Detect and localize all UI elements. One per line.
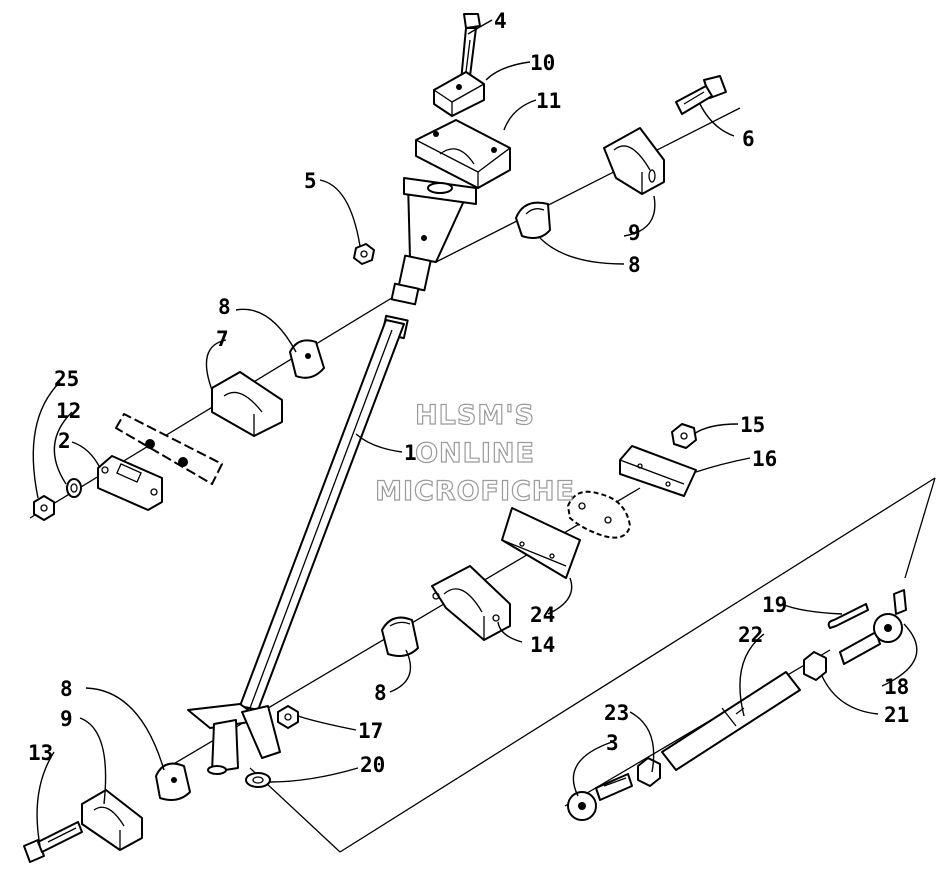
callout-10: 10 — [530, 51, 555, 75]
callout-11: 11 — [536, 89, 561, 113]
washer-20 — [245, 772, 271, 788]
watermark-line-3: MICROFICHE — [375, 476, 575, 507]
insert-8-middle — [381, 616, 419, 657]
callout-8-left: 8 — [218, 295, 231, 319]
callout-4: 4 — [494, 9, 507, 33]
callout-21: 21 — [884, 703, 909, 727]
steering-post — [187, 177, 477, 775]
callout-19: 19 — [762, 593, 787, 617]
insert-8-left — [289, 339, 325, 379]
clamp-7 — [211, 371, 283, 437]
nut-15 — [671, 423, 697, 449]
insert-8-lower — [155, 762, 191, 801]
callout-8-lower: 8 — [60, 677, 73, 701]
jam-nut-23 — [637, 757, 661, 787]
callout-13: 13 — [28, 741, 53, 765]
callout-18: 18 — [884, 675, 909, 699]
nut-25 — [33, 495, 55, 521]
watermark: HLSM'S ONLINE MICROFICHE — [374, 399, 575, 507]
callout-15: 15 — [740, 413, 765, 437]
callout-8-middle: 8 — [374, 681, 387, 705]
rod-end-3 — [567, 773, 633, 821]
leader-lines — [32, 19, 918, 847]
callout-17: 17 — [358, 719, 383, 743]
callout-7: 7 — [216, 327, 229, 351]
callout-23: 23 — [604, 701, 629, 725]
plate-16 — [619, 445, 697, 497]
bolt-6 — [675, 75, 727, 115]
callout-3: 3 — [606, 731, 619, 755]
jam-nut-21 — [803, 651, 827, 681]
clamp-9-lower — [81, 789, 143, 851]
callout-25: 25 — [54, 367, 79, 391]
callout-22: 22 — [738, 623, 763, 647]
callout-1: 1 — [404, 441, 417, 465]
cotter-pin-19 — [827, 603, 869, 629]
plate-24 — [501, 507, 581, 579]
callout-6: 6 — [742, 127, 755, 151]
clamp-10 — [433, 71, 485, 117]
washer-12 — [66, 478, 82, 498]
callout-8-upper: 8 — [628, 253, 641, 277]
watermark-line-2: ONLINE — [415, 438, 535, 469]
callout-9-lower: 9 — [60, 707, 73, 731]
callout-12: 12 — [56, 399, 81, 423]
watermark-line-1: HLSM'S — [415, 400, 535, 431]
bracket-2 — [97, 455, 163, 511]
bolt-13 — [23, 821, 83, 863]
callout-9-upper: 9 — [628, 221, 641, 245]
backing-plate — [115, 413, 223, 485]
clamp-14 — [431, 565, 511, 641]
tie-rod-22 — [661, 671, 801, 771]
clamp-9-upper — [603, 127, 665, 195]
callout-20: 20 — [360, 753, 385, 777]
nut-5 — [353, 243, 375, 265]
rod-end-18 — [839, 589, 907, 665]
insert-8-upper — [515, 201, 551, 239]
callouts: 4 10 11 5 6 9 8 8 7 25 12 2 1 15 16 24 1… — [28, 9, 909, 777]
callout-14: 14 — [530, 633, 555, 657]
nut-17 — [277, 705, 299, 729]
callout-5: 5 — [304, 169, 317, 193]
callout-16: 16 — [752, 447, 777, 471]
clamp-block-11 — [415, 119, 511, 189]
callout-24: 24 — [530, 603, 555, 627]
gasket — [567, 490, 631, 539]
callout-2: 2 — [58, 429, 71, 453]
